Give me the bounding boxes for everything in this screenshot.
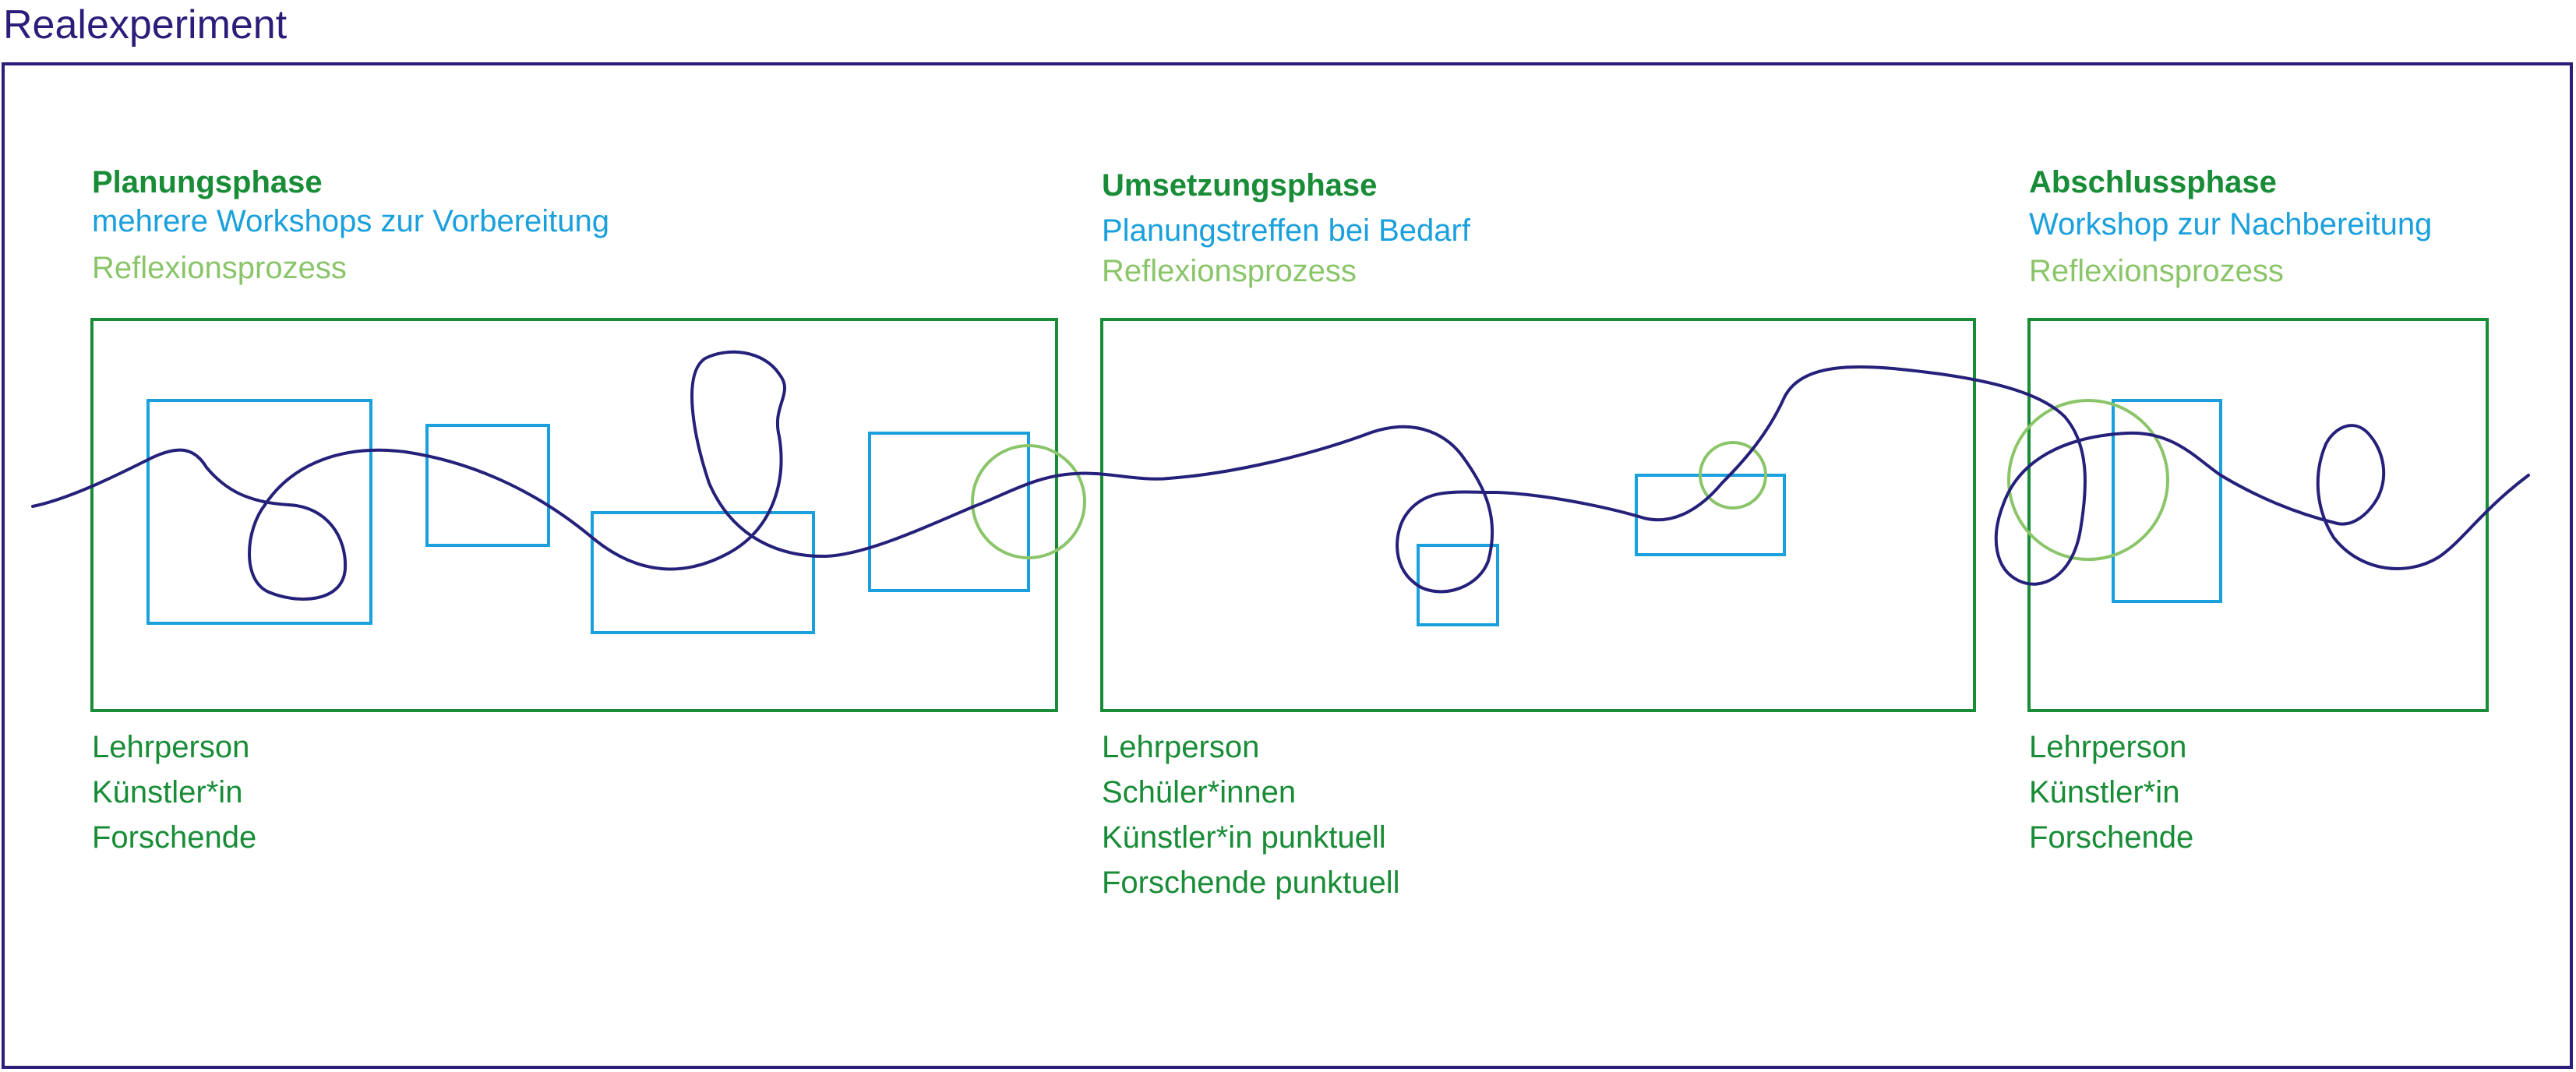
- phase-2-name: Umsetzungsphase: [1102, 168, 1378, 203]
- realexperiment-frame: [2, 62, 2573, 1069]
- participant: Künstler*in: [92, 775, 243, 809]
- participant: Forschende: [2029, 820, 2194, 855]
- participant: Forschende punktuell: [1102, 866, 1400, 900]
- reflection-circle: [971, 444, 1086, 559]
- reflection-circle: [2007, 399, 2169, 561]
- phase-1-name: Planungsphase: [92, 165, 323, 199]
- participant: Lehrperson: [2029, 730, 2187, 764]
- phase-2-reflection: Reflexionsprozess: [1102, 254, 1357, 288]
- phase-2-activity: Planungstreffen bei Bedarf: [1102, 213, 1470, 248]
- workshop-square: [868, 432, 1030, 592]
- phase-3-box: [2027, 318, 2489, 712]
- phase-1-participants: Lehrperson Künstler*in Forschende: [92, 725, 256, 860]
- process-path: [31, 350, 2530, 601]
- phase-1-box: [90, 318, 1058, 712]
- workshop-square: [2112, 399, 2222, 603]
- workshop-square: [425, 424, 550, 547]
- participant: Forschende: [92, 820, 257, 855]
- workshop-square: [1417, 544, 1499, 626]
- phase-2-box: [1100, 318, 1976, 712]
- participant: Lehrperson: [92, 730, 250, 764]
- phase-3-participants: Lehrperson Künstler*in Forschende: [2029, 725, 2193, 860]
- participant: Schüler*innen: [1102, 775, 1297, 809]
- diagram-title: Realexperiment: [3, 2, 288, 48]
- participant: Künstler*in: [2029, 775, 2180, 809]
- reflection-circle: [1699, 441, 1767, 510]
- workshop-square: [591, 511, 815, 634]
- phase-3-name: Abschlussphase: [2029, 165, 2277, 199]
- phase-1-activity: mehrere Workshops zur Vorbereitung: [92, 204, 610, 238]
- workshop-square: [146, 399, 372, 625]
- phase-1-reflection: Reflexionsprozess: [92, 251, 347, 285]
- participant: Künstler*in punktuell: [1102, 820, 1386, 855]
- phase-3-reflection: Reflexionsprozess: [2029, 254, 2284, 288]
- participant: Lehrperson: [1102, 730, 1260, 764]
- phase-3-activity: Workshop zur Nachbereitung: [2029, 207, 2433, 242]
- phase-2-participants: Lehrperson Schüler*innen Künstler*in pun…: [1102, 725, 1399, 905]
